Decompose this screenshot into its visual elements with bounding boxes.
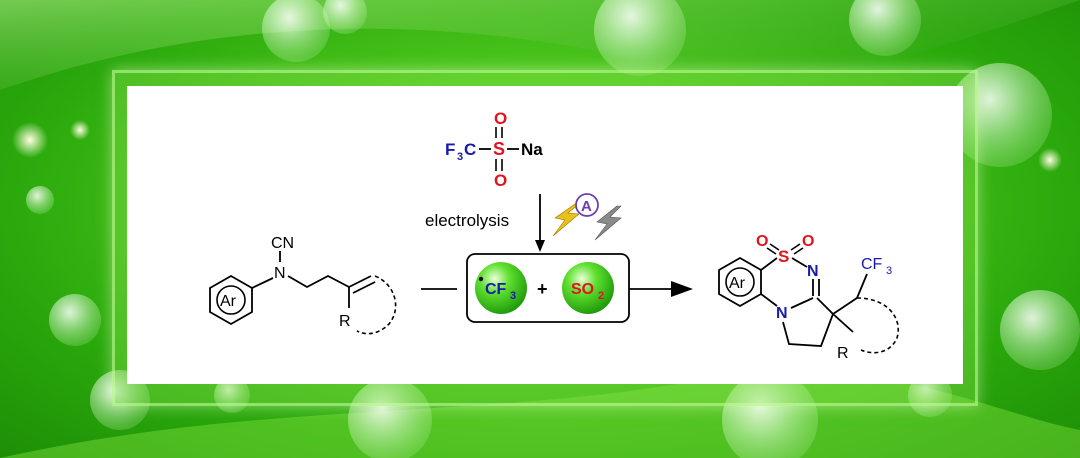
p-bond-ring-s	[760, 257, 778, 271]
sm-aromatic-circle	[216, 285, 246, 315]
p-bond-s-o-left-2	[766, 247, 777, 255]
sm-r: R	[339, 313, 351, 330]
p-bond-s-n	[791, 257, 808, 268]
sm-dashed-ring	[356, 275, 397, 335]
product-cf3: CF	[861, 256, 883, 273]
plus-sign: +	[537, 279, 548, 299]
product-structure: Ar S O O N N CF 3 R	[718, 233, 899, 362]
cf3-radical-subscript: 3	[510, 290, 516, 302]
p-bond-quat-ch2	[832, 297, 858, 315]
product-aromatic-circle	[725, 267, 755, 297]
scheme-panel	[127, 86, 963, 384]
product-cf3-subscript: 3	[886, 265, 892, 277]
reagent-na: Na	[521, 140, 543, 159]
product-r: R	[837, 345, 849, 362]
sm-chain	[287, 274, 350, 289]
product-n-amine: N	[776, 305, 788, 322]
anode-badge-icon: A	[575, 193, 599, 217]
sm-ar: Ar	[220, 293, 237, 310]
p-dashed-ring	[856, 297, 899, 354]
p-bond-quat-r	[832, 313, 854, 333]
p-bond-ring-n	[760, 293, 778, 307]
product-s: S	[778, 247, 789, 266]
reagent-f-subscript: 3	[457, 151, 463, 163]
reagent-f: F	[445, 140, 455, 159]
electrolysis-label: electrolysis	[425, 211, 509, 230]
product-ar: Ar	[729, 275, 746, 292]
cf3-radical-label: CF	[485, 281, 507, 298]
reagent-sodium-triflinate: F 3 C S Na O O	[445, 109, 543, 190]
reagent-o-bottom: O	[494, 171, 507, 190]
product-o-left: O	[756, 233, 768, 250]
sm-n: N	[274, 265, 286, 282]
sm-cn: CN	[271, 235, 294, 252]
sm-alkene-2	[352, 281, 376, 294]
so2-sphere: SO 2	[562, 262, 614, 314]
reagent-o-top: O	[494, 109, 507, 128]
cf3-radical-sphere: CF 3	[475, 262, 527, 314]
reagent-c: C	[464, 140, 476, 159]
reaction-scheme: F 3 C S Na O O electrolysis A Ar N CN	[209, 109, 899, 362]
arrow-right-head	[671, 281, 693, 297]
so2-subscript: 2	[598, 290, 604, 302]
p-pyrrolidine	[782, 297, 835, 347]
p-bond-ch2-cf3	[856, 273, 868, 299]
reagent-s: S	[493, 139, 505, 159]
sm-bond-ar-n	[251, 277, 274, 289]
p-bond-s-o-left-1	[769, 243, 780, 251]
sm-alkene-1	[348, 275, 372, 288]
so2-label: SO	[571, 281, 594, 298]
p-bond-s-o-right-1	[790, 243, 801, 251]
p-bond-s-o-right-2	[793, 247, 804, 255]
p-bond-c-n	[790, 297, 814, 309]
anode-badge-label: A	[581, 198, 592, 215]
starting-material: Ar N CN R	[209, 235, 397, 335]
product-n-ring: N	[807, 263, 819, 280]
vertical-arrow-head	[535, 240, 545, 252]
product-o-right: O	[802, 233, 814, 250]
bubble-group	[26, 0, 1080, 458]
radical-dot	[478, 276, 484, 282]
